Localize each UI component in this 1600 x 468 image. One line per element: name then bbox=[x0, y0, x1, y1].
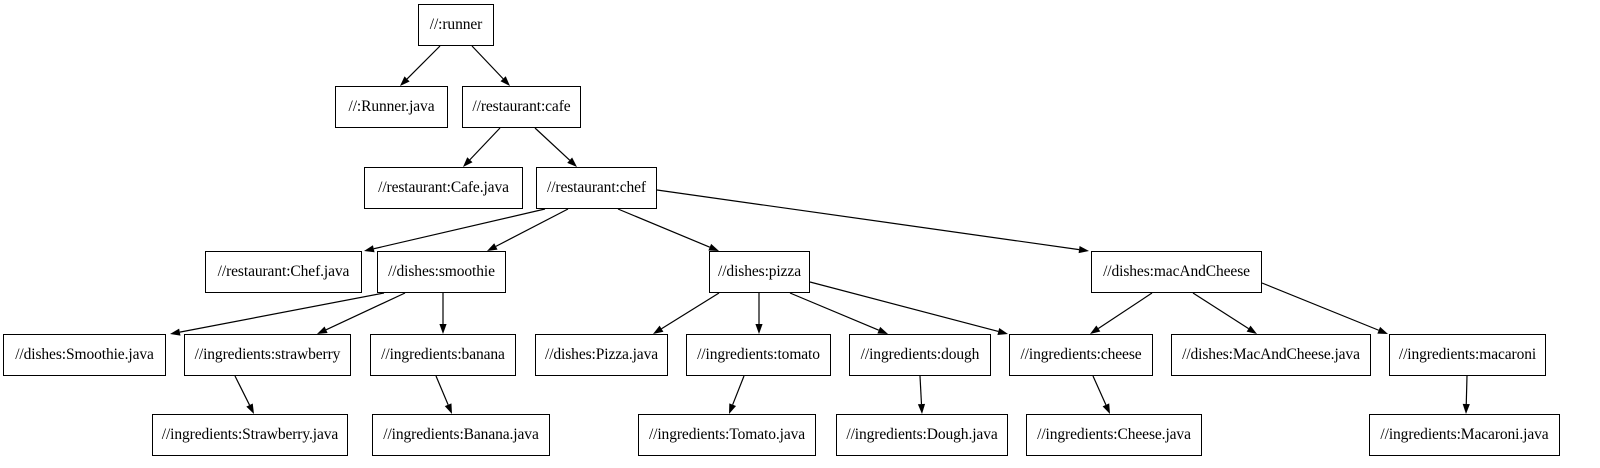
graph-edge-dishes_pizza-to-ing_dough bbox=[789, 292, 888, 334]
graph-edge-runner-to-runner_java bbox=[400, 45, 441, 86]
graph-node-label: //ingredients:tomato bbox=[697, 346, 820, 364]
graph-node-label: //dishes:Smoothie.java bbox=[15, 346, 154, 364]
graph-node-label: //ingredients:Dough.java bbox=[846, 426, 998, 444]
graph-node-ing_dough[interactable]: //ingredients:dough bbox=[849, 334, 991, 376]
graph-node-label: //ingredients:strawberry bbox=[194, 346, 341, 364]
graph-edge-restaurant_cafe-to-restaurant_chef bbox=[534, 127, 577, 167]
graph-node-label: //:Runner.java bbox=[348, 98, 435, 116]
graph-node-label: //dishes:smoothie bbox=[388, 263, 495, 281]
graph-node-label: //:runner bbox=[429, 16, 483, 34]
graph-edge-dishes_pizza-to-ing_tomato bbox=[755, 293, 763, 334]
graph-node-ing_cheese[interactable]: //ingredients:cheese bbox=[1009, 334, 1153, 376]
graph-node-dishes_smoothie[interactable]: //dishes:smoothie bbox=[377, 251, 506, 293]
graph-node-chef_java[interactable]: //restaurant:Chef.java bbox=[205, 251, 362, 293]
graph-node-label: //restaurant:Cafe.java bbox=[378, 179, 509, 197]
graph-node-pizza_java[interactable]: //dishes:Pizza.java bbox=[535, 334, 668, 376]
graph-edge-ing_strawberry-to-strawberry_java bbox=[234, 375, 254, 414]
graph-edge-dishes_pizza-to-pizza_java bbox=[653, 292, 720, 334]
graph-edge-dishes_smoothie-to-smoothie_java bbox=[170, 292, 385, 336]
graph-node-ing_strawberry[interactable]: //ingredients:strawberry bbox=[184, 334, 351, 376]
graph-node-ing_macaroni[interactable]: //ingredients:macaroni bbox=[1389, 334, 1546, 376]
graph-node-cheese_java[interactable]: //ingredients:Cheese.java bbox=[1026, 414, 1202, 456]
graph-node-dishes_mac[interactable]: //dishes:macAndCheese bbox=[1091, 251, 1262, 293]
graph-node-cafe_java[interactable]: //restaurant:Cafe.java bbox=[364, 167, 523, 209]
graph-edge-runner-to-restaurant_cafe bbox=[471, 45, 510, 86]
graph-node-restaurant_chef[interactable]: //restaurant:chef bbox=[536, 167, 657, 209]
graph-node-strawberry_java[interactable]: //ingredients:Strawberry.java bbox=[152, 414, 348, 456]
graph-edge-ing_tomato-to-tomato_java bbox=[729, 375, 745, 414]
graph-node-label: //ingredients:banana bbox=[381, 346, 505, 364]
graph-node-restaurant_cafe[interactable]: //restaurant:cafe bbox=[462, 86, 581, 128]
graph-node-label: //restaurant:Chef.java bbox=[217, 263, 350, 281]
graph-node-label: //ingredients:Tomato.java bbox=[648, 426, 806, 444]
graph-node-label: //dishes:pizza bbox=[718, 263, 801, 281]
graph-node-macaroni_java[interactable]: //ingredients:Macaroni.java bbox=[1369, 414, 1560, 456]
graph-edge-dishes_smoothie-to-ing_banana bbox=[439, 293, 447, 334]
graph-edge-dishes_mac-to-ing_cheese bbox=[1090, 292, 1153, 334]
graph-edge-restaurant_chef-to-dishes_mac bbox=[656, 189, 1089, 254]
graph-node-label: //ingredients:Macaroni.java bbox=[1380, 426, 1549, 444]
graph-node-tomato_java[interactable]: //ingredients:Tomato.java bbox=[638, 414, 816, 456]
graph-edge-dishes_mac-to-mac_java bbox=[1192, 292, 1257, 334]
graph-node-label: //ingredients:Cheese.java bbox=[1037, 426, 1191, 444]
graph-node-label: //ingredients:Banana.java bbox=[383, 426, 539, 444]
graph-node-label: //dishes:Pizza.java bbox=[544, 346, 659, 364]
graph-node-mac_java[interactable]: //dishes:MacAndCheese.java bbox=[1171, 334, 1371, 376]
graph-node-label: //ingredients:macaroni bbox=[1398, 346, 1537, 364]
graph-edge-ing_dough-to-dough_java bbox=[917, 375, 926, 414]
graph-edge-ing_cheese-to-cheese_java bbox=[1092, 375, 1110, 414]
graph-node-dough_java[interactable]: //ingredients:Dough.java bbox=[836, 414, 1008, 456]
graph-node-dishes_pizza[interactable]: //dishes:pizza bbox=[709, 251, 810, 293]
graph-node-banana_java[interactable]: //ingredients:Banana.java bbox=[372, 414, 550, 456]
graph-edge-ing_macaroni-to-macaroni_java bbox=[1462, 375, 1470, 414]
graph-node-runner_java[interactable]: //:Runner.java bbox=[335, 86, 448, 128]
graph-node-label: //ingredients:cheese bbox=[1020, 346, 1142, 364]
graph-edge-restaurant_chef-to-chef_java bbox=[364, 208, 546, 253]
graph-edge-dishes_pizza-to-ing_cheese bbox=[809, 281, 1008, 335]
graph-node-ing_banana[interactable]: //ingredients:banana bbox=[370, 334, 516, 376]
graph-node-ing_tomato[interactable]: //ingredients:tomato bbox=[686, 334, 831, 376]
graph-edge-restaurant_cafe-to-cafe_java bbox=[463, 127, 501, 167]
graph-edge-restaurant_chef-to-dishes_smoothie bbox=[487, 208, 569, 251]
graph-edge-restaurant_chef-to-dishes_pizza bbox=[617, 208, 719, 251]
graph-edge-dishes_mac-to-ing_macaroni bbox=[1261, 282, 1388, 334]
graph-edge-dishes_smoothie-to-ing_strawberry bbox=[317, 292, 406, 334]
graph-node-label: //restaurant:cafe bbox=[472, 98, 571, 116]
graph-node-label: //ingredients:Strawberry.java bbox=[161, 426, 339, 444]
graph-node-label: //restaurant:chef bbox=[547, 179, 646, 197]
graph-node-smoothie_java[interactable]: //dishes:Smoothie.java bbox=[3, 334, 166, 376]
graph-node-label: //dishes:MacAndCheese.java bbox=[1182, 346, 1360, 364]
graph-node-runner[interactable]: //:runner bbox=[418, 4, 494, 46]
graph-node-label: //ingredients:dough bbox=[860, 346, 980, 364]
graph-edge-ing_banana-to-banana_java bbox=[435, 375, 452, 414]
graph-node-label: //dishes:macAndCheese bbox=[1103, 263, 1250, 281]
